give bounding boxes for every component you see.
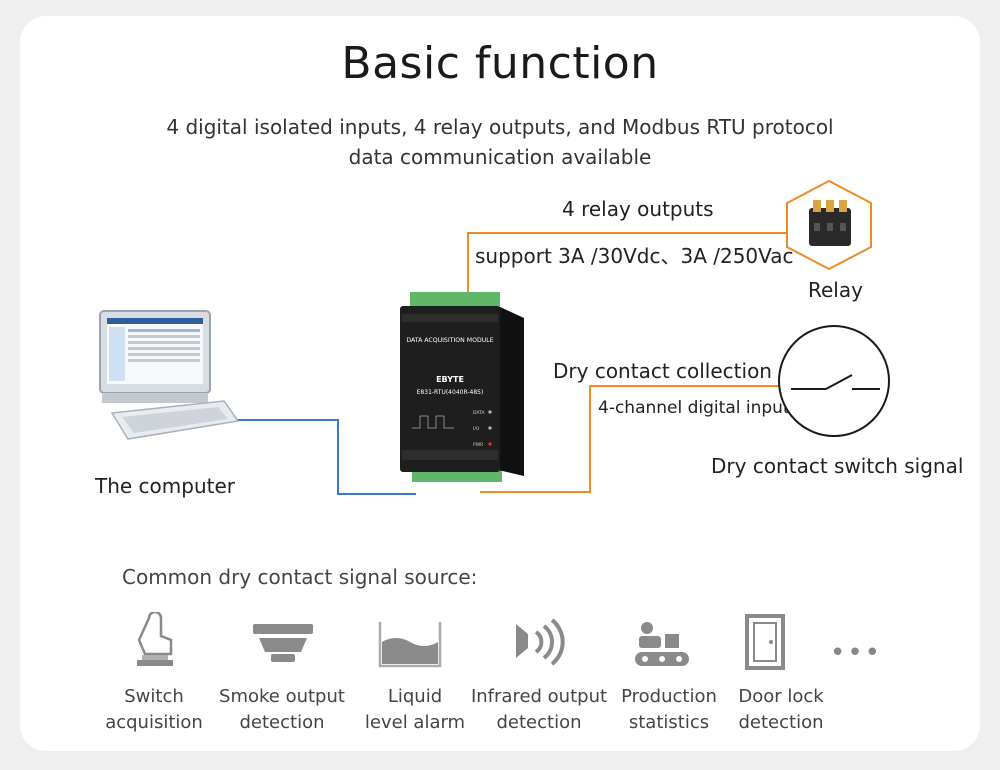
relay-outputs-label: 4 relay outputs <box>562 197 714 221</box>
subtitle-line-2: data communication available <box>348 145 652 169</box>
led-pwr-label: PWR <box>473 442 483 448</box>
module-name: DATA ACQUISITION MODULE <box>406 337 493 344</box>
digital-input-label: 4-channel digital input <box>598 398 790 418</box>
relay-support-label: support 3A /30Vdc、3A /250Vac <box>475 244 794 268</box>
infrared-signal-icon <box>498 612 578 672</box>
module-brand: EBYTE <box>436 375 464 384</box>
production-line-icon <box>627 612 707 672</box>
dry-contact-switch-icon <box>778 325 890 437</box>
dry-contact-collection-label: Dry contact collection <box>553 359 772 383</box>
led-io-label: I/O <box>473 426 480 432</box>
smoke-detector-icon <box>243 612 323 672</box>
daq-module: DATA ACQUISITION MODULE EBYTE E831-RTU(4… <box>400 292 524 482</box>
page-subtitle: 4 digital isolated inputs, 4 relay outpu… <box>0 112 1000 172</box>
sources-title: Common dry contact signal source: <box>122 565 478 589</box>
hand-press-switch-icon <box>115 610 195 672</box>
more-sources-ellipsis: ••• <box>830 638 883 668</box>
module-model: E831-RTU(4040R-485) <box>417 389 484 396</box>
subtitle-line-1: 4 digital isolated inputs, 4 relay outpu… <box>166 115 834 139</box>
page-title: Basic function <box>341 38 659 89</box>
computer-link-line <box>228 419 416 495</box>
dry-contact-switch-label: Dry contact switch signal <box>711 454 964 478</box>
relay-label: Relay <box>808 278 863 302</box>
relay-output-line <box>467 232 793 295</box>
door-icon <box>743 612 823 672</box>
computer-icon <box>99 310 240 440</box>
led-data-label: DATA <box>473 410 486 416</box>
relay-icon <box>786 179 872 271</box>
digital-input-line <box>480 385 780 493</box>
liquid-tank-icon <box>370 612 450 672</box>
computer-label: The computer <box>95 474 236 498</box>
